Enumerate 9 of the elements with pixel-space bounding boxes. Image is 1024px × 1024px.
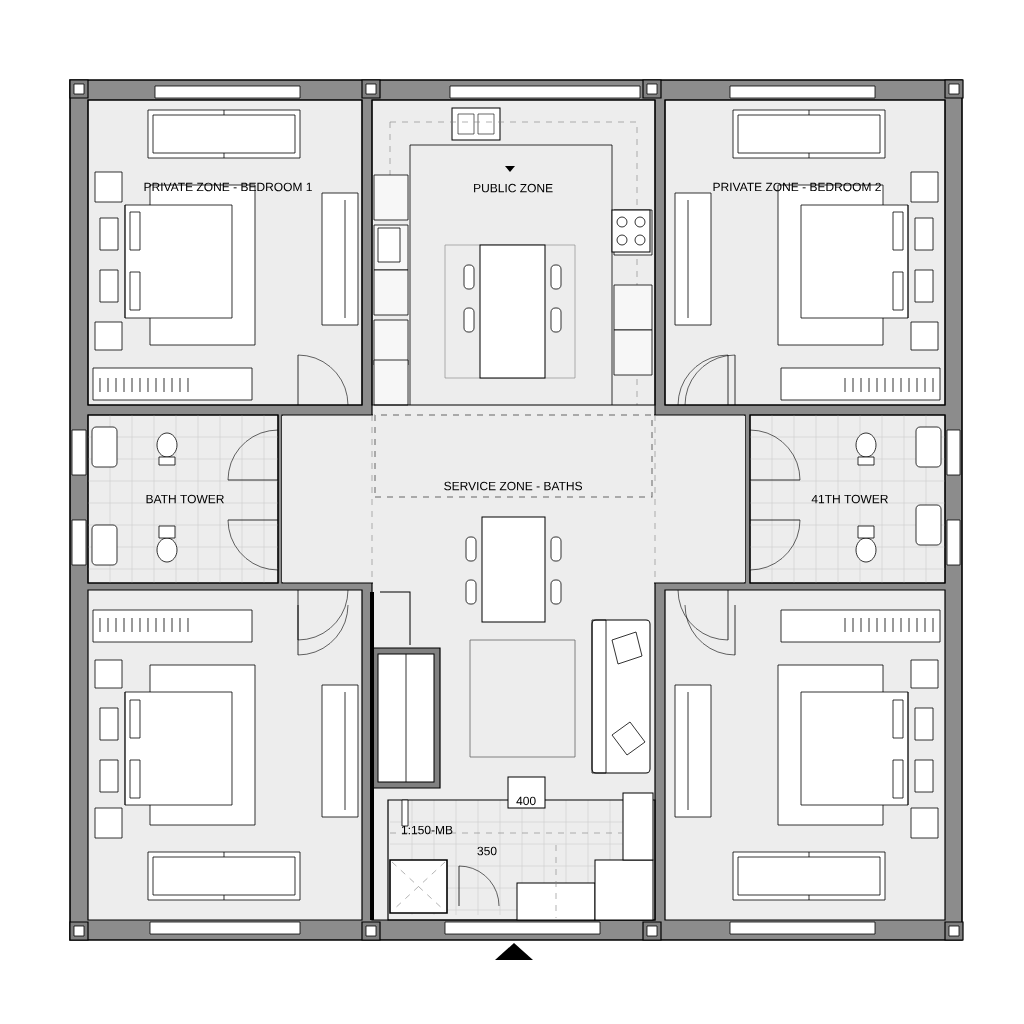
dimension-text: 1:150-MB xyxy=(401,825,453,835)
room-outline: BATH TOWER xyxy=(87,414,279,584)
room-outline: PUBLIC ZONE xyxy=(371,99,656,406)
room-outline: 41TH TOWER xyxy=(749,414,946,584)
dimension-box: 400 xyxy=(507,776,546,809)
zone-outline: SERVICE ZONE - BATHS xyxy=(374,414,653,498)
room-outline: PRIVATE ZONE - BEDROOM 1 xyxy=(87,99,363,406)
dimension-text: 350 xyxy=(477,846,497,856)
room-outline: PRIVATE ZONE - BEDROOM 2 xyxy=(664,99,946,406)
